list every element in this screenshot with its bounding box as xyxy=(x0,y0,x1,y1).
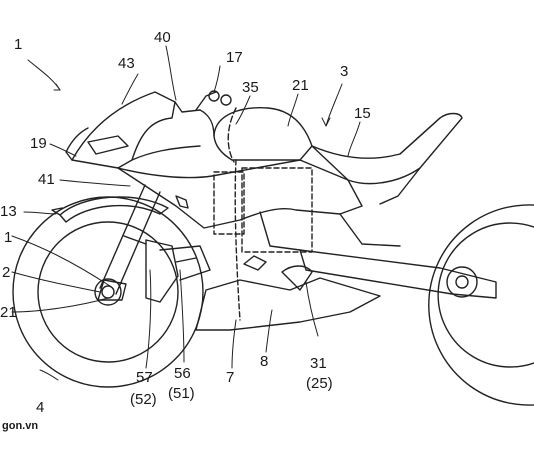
label-21-left: 21 xyxy=(0,304,17,321)
label-35: 35 xyxy=(242,79,259,96)
label-3: 3 xyxy=(340,63,349,80)
front-cowl xyxy=(65,91,201,169)
side-fairing xyxy=(117,159,363,251)
label-40: 40 xyxy=(154,29,171,46)
label-57: 57 xyxy=(136,369,153,386)
windscreen-handlebar xyxy=(174,90,232,137)
label-43: 43 xyxy=(118,55,135,72)
label-4: 4 xyxy=(36,399,45,416)
swingarm xyxy=(299,213,497,299)
label-17: 17 xyxy=(226,49,243,66)
internal-components xyxy=(213,159,313,321)
label-8: 8 xyxy=(260,353,269,370)
front-fork xyxy=(97,184,161,301)
label-31: 31 xyxy=(310,355,327,372)
label-1-left: 1 xyxy=(4,229,13,246)
label-51: (51) xyxy=(168,385,195,402)
watermark-text: gon.vn xyxy=(2,420,39,432)
fuel-tank xyxy=(213,107,313,163)
label-15: 15 xyxy=(354,105,371,122)
label-13: 13 xyxy=(0,203,17,220)
label-25: (25) xyxy=(306,375,333,392)
front-fender xyxy=(51,196,169,223)
rear-wheel xyxy=(428,204,534,406)
label-56: 56 xyxy=(174,365,191,382)
label-19: 19 xyxy=(30,135,47,152)
label-21: 21 xyxy=(292,77,309,94)
leader-lines xyxy=(11,45,361,381)
lower-cowl xyxy=(195,255,381,331)
seat-tail xyxy=(311,112,463,205)
front-wheel xyxy=(12,196,204,388)
label-41: 41 xyxy=(38,171,55,188)
label-7: 7 xyxy=(226,369,235,386)
radiator-shroud xyxy=(145,239,211,303)
label-2-left: 2 xyxy=(2,264,11,281)
label-1-top: 1 xyxy=(14,36,23,53)
label-52: (52) xyxy=(130,391,157,408)
